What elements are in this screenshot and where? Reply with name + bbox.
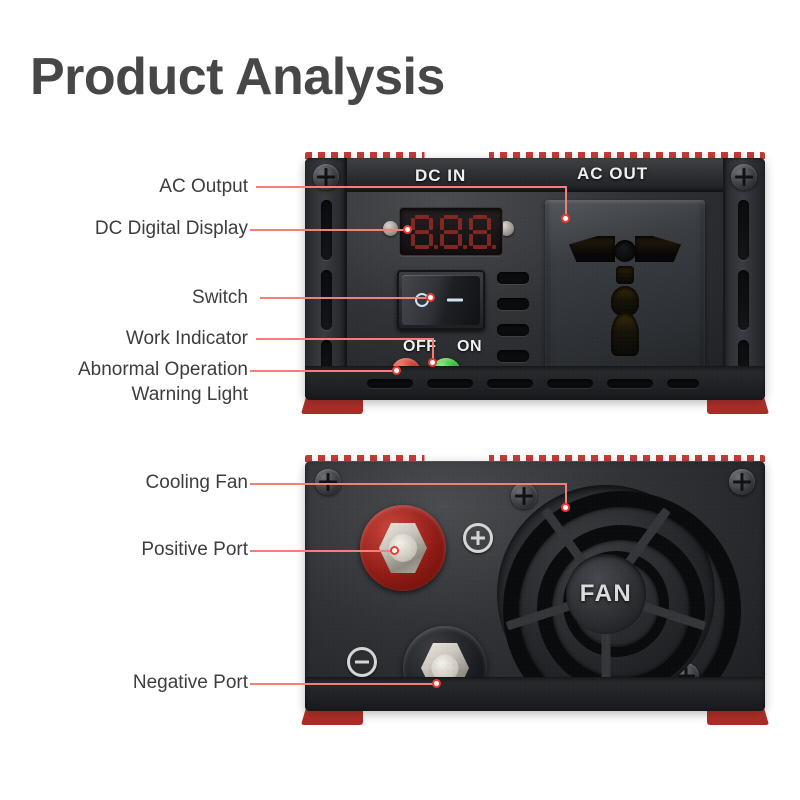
leader-cooling-fan <box>250 483 566 485</box>
display-digit <box>411 214 438 249</box>
dot-dc-display <box>403 225 412 234</box>
leader-warning-light <box>250 370 396 372</box>
vent-slot <box>738 200 749 260</box>
page-title: Product Analysis <box>30 48 445 106</box>
bottom-vent-slot <box>367 379 413 388</box>
dot-negative-port <box>432 679 441 688</box>
on-label: ON <box>457 338 482 355</box>
leader-positive-port <box>250 550 394 552</box>
vent-slot <box>497 298 529 310</box>
cooling-fan-grille: FAN <box>497 485 741 711</box>
callout-cooling-fan: Cooling Fan <box>145 472 248 493</box>
ac-slot-right <box>635 236 681 262</box>
ac-ground-hole <box>614 240 636 262</box>
bottom-vent-slot <box>487 379 533 388</box>
display-digit <box>469 214 496 249</box>
dot-switch <box>426 293 435 302</box>
display-bolt-left <box>383 221 398 236</box>
leader-ac-output <box>256 186 566 188</box>
screw-top-left-rear <box>315 469 341 495</box>
vent-slot <box>497 350 529 362</box>
ac-out-label: AC OUT <box>577 164 649 183</box>
leader-ac-output-drop <box>565 186 567 218</box>
inverter-front-unit: DC IN AC OUT <box>301 152 769 414</box>
vent-slot <box>738 340 749 388</box>
vent-rail-left <box>305 158 347 400</box>
plus-symbol-icon <box>463 523 493 553</box>
heatsink-fins-top-rear <box>305 455 765 462</box>
bottom-vent-slot <box>547 379 593 388</box>
heatsink-fins-top <box>305 152 765 159</box>
dot-warning-light <box>392 366 401 375</box>
callout-negative-port: Negative Port <box>132 672 248 693</box>
ac-center-slot-upper <box>616 266 634 284</box>
vent-slot <box>497 272 529 284</box>
vent-slot <box>738 270 749 330</box>
callout-dc-display: DC Digital Display <box>94 218 248 239</box>
screw-top-left <box>313 164 339 190</box>
dot-work-indicator <box>428 358 437 367</box>
power-switch[interactable] <box>397 270 485 330</box>
leader-dc-display <box>250 229 407 231</box>
vent-slot <box>321 340 332 388</box>
bottom-vent-slot <box>607 379 653 388</box>
leader-switch <box>260 297 430 299</box>
leader-cooling-fan-drop <box>565 483 567 506</box>
fan-spoke <box>601 594 611 698</box>
leader-work-indicator-drop <box>432 338 434 361</box>
bottom-vent-slot <box>667 379 699 388</box>
vent-rail-right <box>723 158 765 400</box>
off-label: OFF <box>403 338 437 355</box>
dc-digital-display <box>399 207 503 256</box>
switch-face <box>402 275 480 325</box>
leader-work-indicator <box>256 338 434 340</box>
dc-in-label: DC IN <box>415 166 467 185</box>
vent-slot <box>497 324 529 336</box>
bottom-vent-slot <box>427 379 473 388</box>
positive-port <box>360 505 446 591</box>
rear-chassis: FAN <box>305 461 765 711</box>
ac-center-slot-lower <box>611 312 639 356</box>
minus-symbol-icon <box>347 647 377 677</box>
fan-label: FAN <box>579 580 633 607</box>
screw-top-right <box>731 164 757 190</box>
callout-warning-light: Abnormal Operation Warning Light <box>77 359 248 405</box>
ac-slot-left <box>569 236 615 262</box>
leader-negative-port <box>250 683 436 685</box>
dot-positive-port <box>390 546 399 555</box>
fan-hub: FAN <box>566 554 646 634</box>
screw-fan-top <box>511 483 537 509</box>
callout-positive-port: Positive Port <box>141 539 248 560</box>
rear-bottom-bar <box>305 677 765 711</box>
callout-ac-output: AC Output <box>159 176 248 197</box>
display-digit <box>440 214 467 249</box>
front-chassis: DC IN AC OUT <box>305 158 765 400</box>
screw-top-right-rear <box>729 469 755 495</box>
callout-work-indicator: Work Indicator <box>125 328 248 349</box>
callout-switch: Switch <box>192 287 248 308</box>
dot-ac-output <box>561 214 570 223</box>
ac-output-socket <box>545 200 705 386</box>
switch-on-symbol-icon <box>446 298 463 302</box>
dot-cooling-fan <box>561 503 570 512</box>
ac-center-slot-mid <box>611 286 639 316</box>
vent-slot <box>321 270 332 330</box>
